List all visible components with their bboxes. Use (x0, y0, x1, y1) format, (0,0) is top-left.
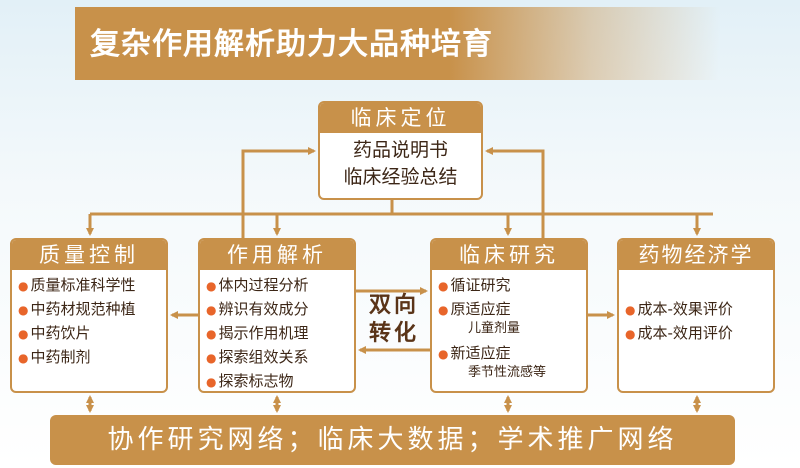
list-item: ●循证研究 (438, 276, 511, 294)
list-item: ●辨识有效成分 (206, 300, 309, 318)
bullet-icon: ● (18, 351, 29, 365)
bullet-icon: ● (206, 279, 217, 293)
box-line: 药品说明书 (352, 139, 448, 161)
list-item: ●揭示作用机理 (206, 324, 309, 342)
list-item: ●探索组效关系 (206, 348, 309, 366)
feedback-arrow (241, 147, 316, 238)
box-header: 临床定位 (320, 103, 481, 133)
title-banner: 复杂作用解析助力大品种培育 (75, 7, 720, 80)
list-item: ●探索标志物 (206, 372, 294, 390)
bullet-icon: ● (206, 375, 217, 389)
quality-control-box: 质量控制 ●质量标准科学性 ●中药材规范种植 ●中药饮片 ●中药制剂 (10, 238, 168, 393)
bullet-icon: ● (18, 303, 29, 317)
clinical-research-box: 临床研究 ●循证研究 ●原适应症儿童剂量 ●新适应症季节性流感等 (430, 238, 588, 393)
list-item: ●新适应症季节性流感等 (438, 344, 547, 380)
bidirectional-label: 双向转化 (368, 293, 419, 346)
box-header: 作用解析 (200, 240, 354, 270)
mechanism-analysis-box: 作用解析 ●体内过程分析 ●辨识有效成分 ●揭示作用机理 ●探索组效关系 ●探索… (198, 238, 356, 393)
bullet-icon: ● (18, 279, 29, 293)
list-item: ●中药材规范种植 (18, 300, 136, 318)
pharmacoeconomics-box: 药物经济学 ●成本-效果评价 ●成本-效用评价 (617, 238, 775, 393)
list-item: ●中药饮片 (18, 324, 91, 342)
clinical-positioning-box: 临床定位 药品说明书临床经验总结 (318, 101, 483, 200)
bullet-icon: ● (206, 303, 217, 317)
box-header: 质量控制 (12, 240, 166, 270)
network-banner: 协作研究网络；临床大数据；学术推广网络 (50, 415, 735, 465)
bullet-icon: ● (206, 327, 217, 341)
bullet-icon: ● (438, 347, 449, 361)
list-item: ●成本-效用评价 (625, 324, 733, 342)
page-title: 复杂作用解析助力大品种培育 (90, 27, 493, 62)
bullet-icon: ● (18, 327, 29, 341)
box-header: 临床研究 (432, 240, 586, 270)
box-header: 药物经济学 (619, 240, 773, 270)
box-line: 临床经验总结 (343, 166, 458, 188)
bullet-icon: ● (438, 303, 449, 317)
list-item: ●质量标准科学性 (18, 276, 136, 294)
list-item: ●中药制剂 (18, 348, 91, 366)
bullet-icon: ● (438, 279, 449, 293)
list-item: ●体内过程分析 (206, 276, 309, 294)
list-item: ●原适应症儿童剂量 (438, 300, 521, 336)
bullet-icon: ● (625, 327, 636, 341)
list-item: ●成本-效果评价 (625, 300, 733, 318)
bullet-icon: ● (206, 351, 217, 365)
bullet-icon: ● (625, 303, 636, 317)
feedback-arrow (485, 147, 545, 238)
